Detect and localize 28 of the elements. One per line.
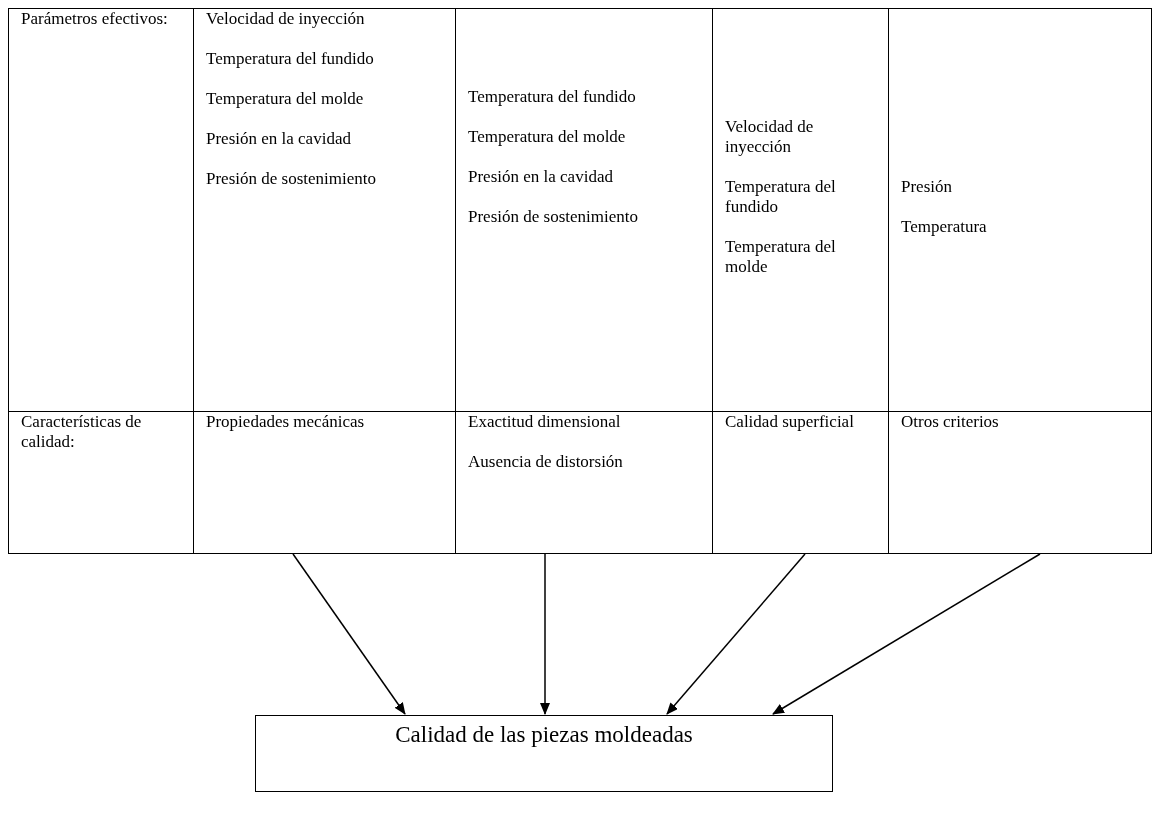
parameter-text: Presión	[901, 177, 953, 197]
arrow	[540, 553, 550, 715]
parameter-text: Temperatura	[901, 217, 988, 237]
table-cell	[888, 411, 1152, 554]
arrow	[666, 553, 806, 715]
box-title: Calidad de las piezas moldeadas	[394, 722, 694, 748]
parameter-text: Presión en la cavidad	[206, 129, 352, 149]
row-heading: Características de calidad:	[21, 412, 143, 452]
parameter-text: Temperatura del fundido	[468, 87, 637, 107]
parameter-text: Velocidad de inyección	[206, 9, 366, 29]
quality-text: Propiedades mecánicas	[206, 412, 366, 432]
parameter-text: Temperatura del fundido	[725, 177, 837, 217]
parameter-text: Temperatura del molde	[725, 237, 837, 277]
arrow	[772, 553, 1041, 715]
arrow	[292, 553, 406, 715]
parameter-text: Presión en la cavidad	[468, 167, 614, 187]
parameter-text: Presión de sostenimiento	[206, 169, 377, 189]
parameter-text: Temperatura del molde	[206, 89, 365, 109]
result-box	[255, 715, 833, 792]
row-heading: Parámetros efectivos:	[21, 9, 169, 29]
quality-text: Otros criterios	[901, 412, 1000, 432]
parameter-text: Temperatura del molde	[468, 127, 627, 147]
quality-text: Exactitud dimensional	[468, 412, 622, 432]
quality-text: Calidad superficial	[725, 412, 855, 432]
quality-text: Ausencia de distorsión	[468, 452, 624, 472]
parameter-text: Presión de sostenimiento	[468, 207, 639, 227]
parameter-text: Velocidad de inyección	[725, 117, 815, 157]
parameter-text: Temperatura del fundido	[206, 49, 375, 69]
